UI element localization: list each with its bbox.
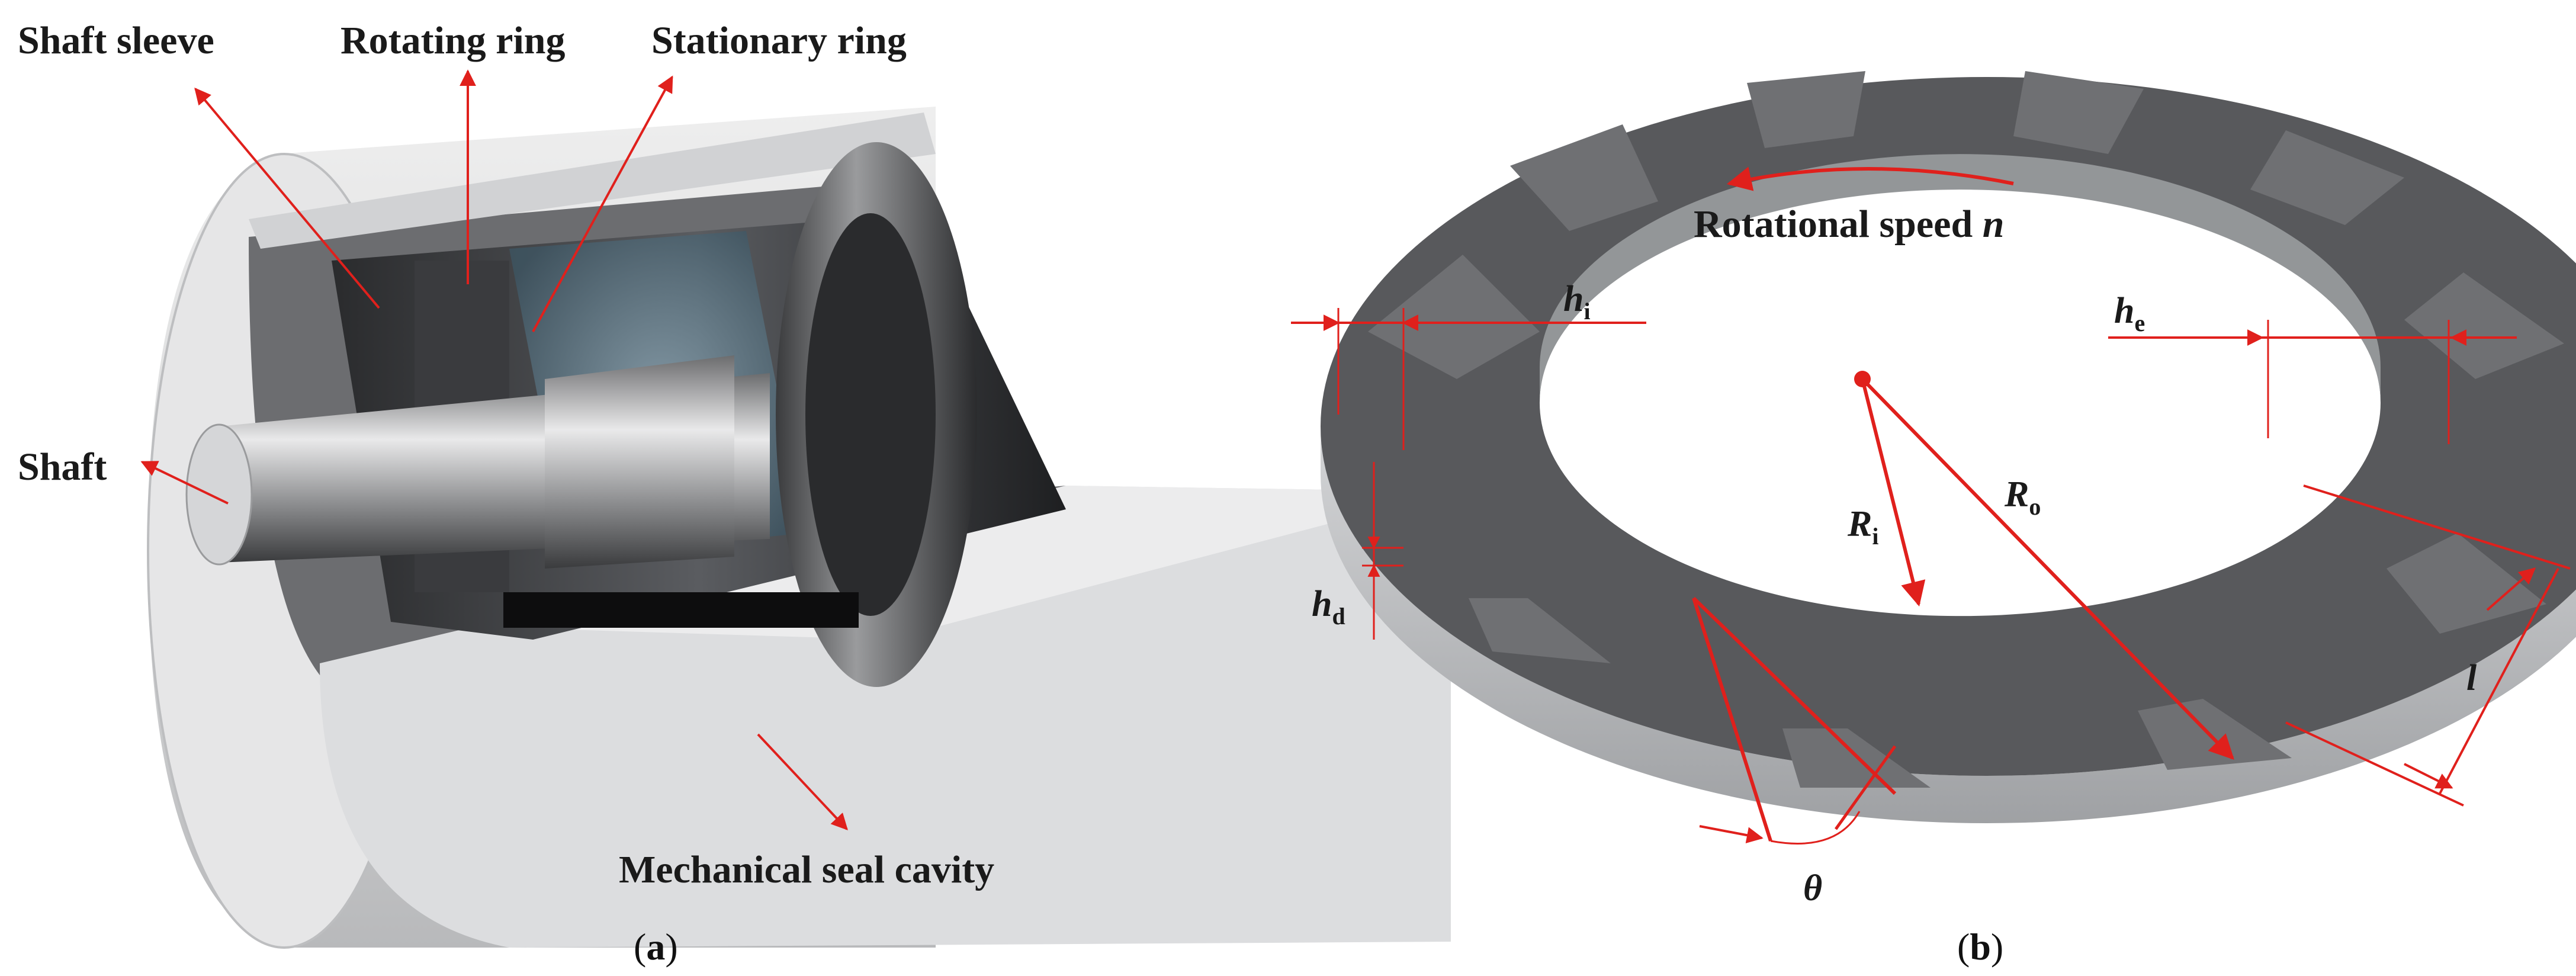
caption-a: (a) [634,926,678,968]
panel-b-annotations [1291,166,2571,845]
label-shaft: Shaft [18,445,107,489]
r-i-arrow [1861,378,1926,607]
seal-cavity-leader [757,733,848,831]
panel-b: Rotational speed n hi he hd Ri Ro l θ (b… [1291,71,2576,968]
panel-a-annotations [140,69,848,831]
rotation-arrow [1726,166,2014,191]
ring-side-wall [1321,426,2576,823]
housing-upper-flange [249,113,936,249]
stationary-ring-leader [532,75,673,332]
shaft-shoulder [545,355,734,569]
label-stationary-ring: Stationary ring [651,19,907,62]
l-tick-2 [2285,721,2464,807]
caption-b: (b) [1957,926,2003,968]
groove [1469,598,1611,663]
theta-line-2 [1692,596,1897,795]
symbol-l: l [2466,658,2477,698]
grooved-ring-illustration [1321,71,2576,823]
seal-assembly-illustration [147,107,1451,949]
shaft-leader [140,461,229,505]
ring-inner-wall [1540,154,2381,403]
groove [2013,71,2144,154]
theta-line-3 [1834,745,1897,830]
groove [2404,272,2564,379]
groove [1747,71,1865,148]
l-tick-1 [2303,484,2571,570]
groove [1510,124,1658,231]
theta-arc [1770,811,1861,845]
shaft-sleeve-leader [194,87,380,309]
panel-a: Shaft sleeve Rotating ring Stationary ri… [18,19,1451,968]
label-shaft-sleeve: Shaft sleeve [18,19,214,62]
symbol-h-e: he [2114,291,2145,336]
l-arrow-bottom [2404,763,2453,789]
symbol-h-d: hd [1312,584,1345,630]
shaft-end [185,423,253,566]
theta-arrow [1699,825,1764,844]
label-seal-cavity: Mechanical seal cavity [619,848,994,891]
groove [2387,533,2546,634]
l-arrow-top [2486,567,2536,611]
seal-end-ring-inner [805,213,936,616]
cavity-bottom [503,592,859,628]
rotation-label: Rotational speed n [1694,203,2004,246]
label-rotating-ring: Rotating ring [341,19,566,62]
symbol-theta: θ [1803,868,1822,908]
symbol-r-i: Ri [1847,504,1878,550]
theta-line-1 [1692,598,1772,842]
r-o-arrow [1861,377,2234,760]
groove [2250,130,2404,225]
l-dimension [2439,568,2559,794]
symbol-h-i: hi [1563,279,1591,325]
groove [1368,255,1540,379]
symbol-r-o: Ro [2004,474,2041,520]
